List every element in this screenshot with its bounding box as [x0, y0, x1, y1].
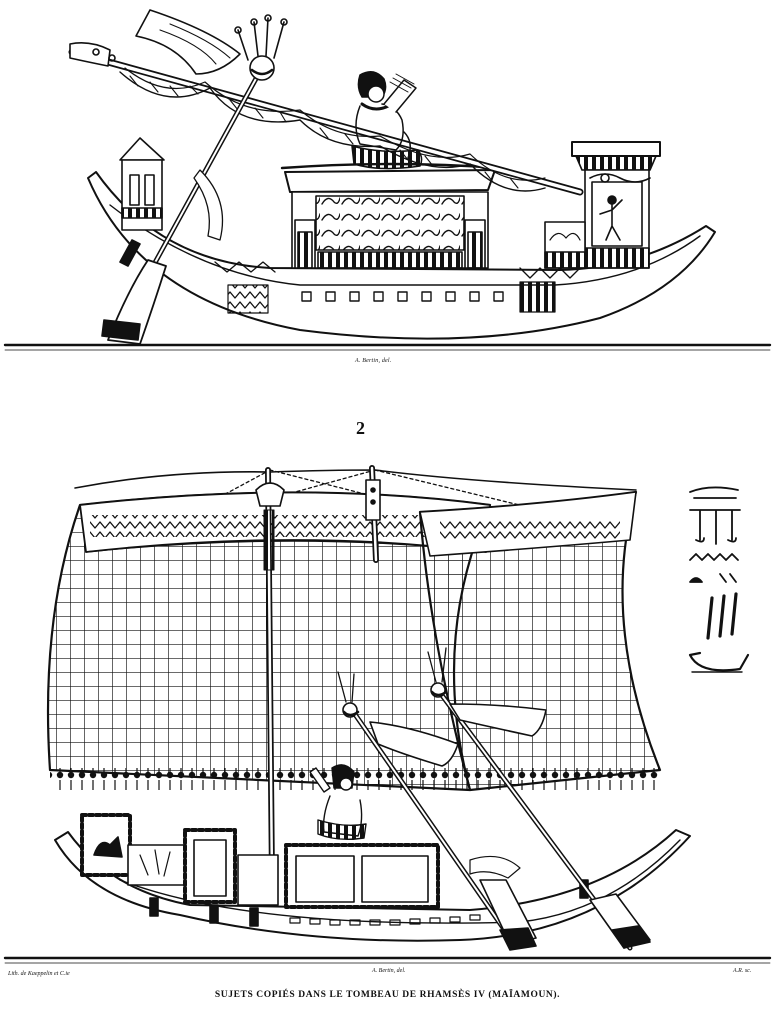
- top-stern-shrine: [544, 141, 661, 269]
- bottom-artist-credit: A. Bertin, del.: [371, 968, 406, 974]
- top-cabin: [280, 162, 502, 269]
- bottom-steering-oars: [337, 647, 651, 951]
- bottom-hull-windows: [289, 914, 481, 926]
- figure-number: 2: [356, 418, 365, 438]
- top-artist-credit: A. Bertin, del.: [354, 358, 392, 364]
- top-canopy: [68, 42, 584, 196]
- top-barque: A. Bertin, del.: [3, 9, 772, 364]
- top-hull-windows: [301, 291, 504, 302]
- bottom-sailboat: [3, 465, 772, 964]
- plate-caption: SUJETS COPIÉS DANS LE TOMBEAU DE RHAMSÈS…: [214, 990, 561, 1000]
- sail-fringe: [50, 768, 660, 790]
- bottom-cabins: [183, 828, 440, 909]
- engraver-credit: A.R. sc.: [732, 968, 751, 974]
- top-steering-oar: [101, 9, 288, 345]
- hieroglyph-column: [688, 486, 750, 673]
- lithographer-credit: Lith. de Kaeppelin et C.ie: [7, 971, 70, 977]
- bottom-bow-shrine: [80, 813, 189, 886]
- top-seated-figure: [351, 71, 423, 170]
- top-bow-shrine: [119, 137, 165, 231]
- bottom-seated-figure: [309, 764, 367, 841]
